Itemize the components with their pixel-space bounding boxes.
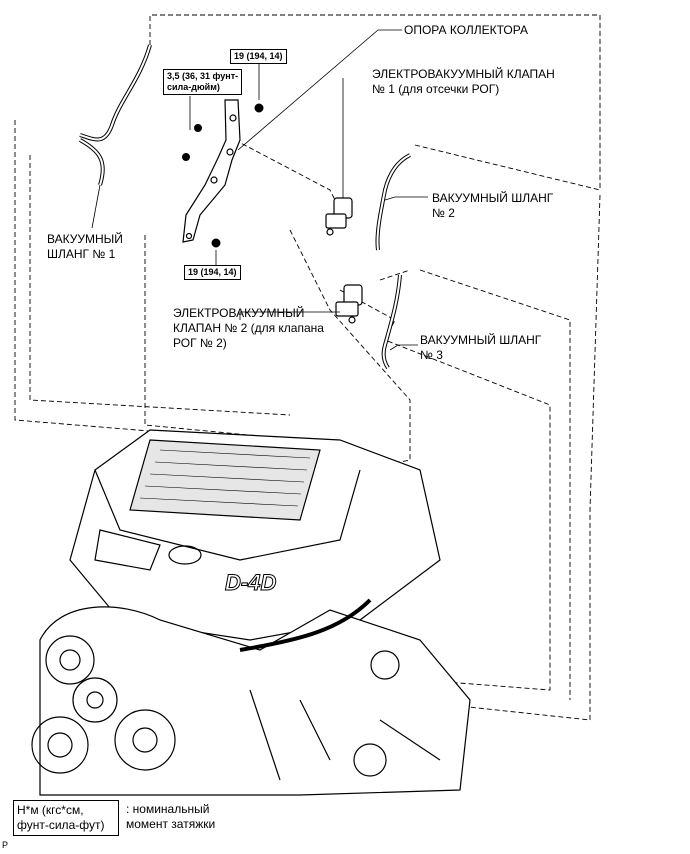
- bolts: [182, 62, 264, 265]
- vacuum-hose-1: [79, 44, 152, 186]
- engine-logo: D-4D: [225, 570, 276, 595]
- torque-bottom-value: 19 (194, 14): [188, 267, 237, 277]
- legend-description: : номинальный момент затяжки: [126, 802, 215, 832]
- torque-small-line1: 3,5 (36, 31 фунт-: [167, 71, 239, 81]
- corner-code: P: [2, 840, 9, 850]
- torque-box-small: 3,5 (36, 31 фунт- сила-дюйм): [163, 69, 243, 95]
- legend-unit-line1: Н*м (кгс*см,: [17, 803, 84, 817]
- vsv-1: [325, 78, 353, 236]
- label-hose2-line2: № 2: [432, 206, 455, 220]
- label-vsv1-line2: № 1 (для отсечки РОГ): [372, 82, 500, 96]
- manifold-stay: [182, 99, 241, 243]
- label-hose3-line2: № 3: [420, 348, 443, 362]
- label-vsv1-line1: ЭЛЕКТРОВАКУУМНЫЙ КЛАПАН: [372, 67, 555, 81]
- torque-box-bottom: 19 (194, 14): [184, 265, 241, 280]
- label-vsv2-line2: КЛАПАН № 2 (для клапана: [173, 321, 324, 335]
- vacuum-hose-2: [375, 153, 411, 251]
- legend-desc-line2: момент затяжки: [126, 817, 216, 831]
- leader-lines: [91, 29, 428, 351]
- legend-unit-box: Н*м (кгс*см, фунт-сила-фут): [13, 800, 119, 836]
- label-hose1-line1: ВАКУУМНЫЙ: [47, 232, 123, 246]
- label-vsv2-line1: ЭЛЕКТРОВАКУУМНЫЙ: [173, 306, 305, 320]
- torque-top-value: 19 (194, 14): [234, 51, 283, 61]
- torque-box-top: 19 (194, 14): [230, 49, 287, 64]
- torque-small-line2: сила-дюйм): [167, 82, 220, 92]
- label-vsv2-line3: РОГ № 2): [173, 336, 227, 350]
- legend-unit-line2: фунт-сила-фут): [17, 818, 105, 832]
- vsv-2: [335, 284, 363, 324]
- label-hose1-line2: ШЛАНГ № 1: [47, 247, 116, 261]
- label-hose2-line1: ВАКУУМНЫЙ ШЛАНГ: [432, 191, 554, 205]
- label-hose3-line1: ВАКУУМНЫЙ ШЛАНГ: [420, 333, 542, 347]
- label-manifold-stay: ОПОРА КОЛЛЕКТОРА: [404, 23, 528, 37]
- vacuum-hose-3: [381, 274, 402, 370]
- legend-desc-line1: : номинальный: [126, 802, 210, 816]
- engine: [31, 429, 471, 796]
